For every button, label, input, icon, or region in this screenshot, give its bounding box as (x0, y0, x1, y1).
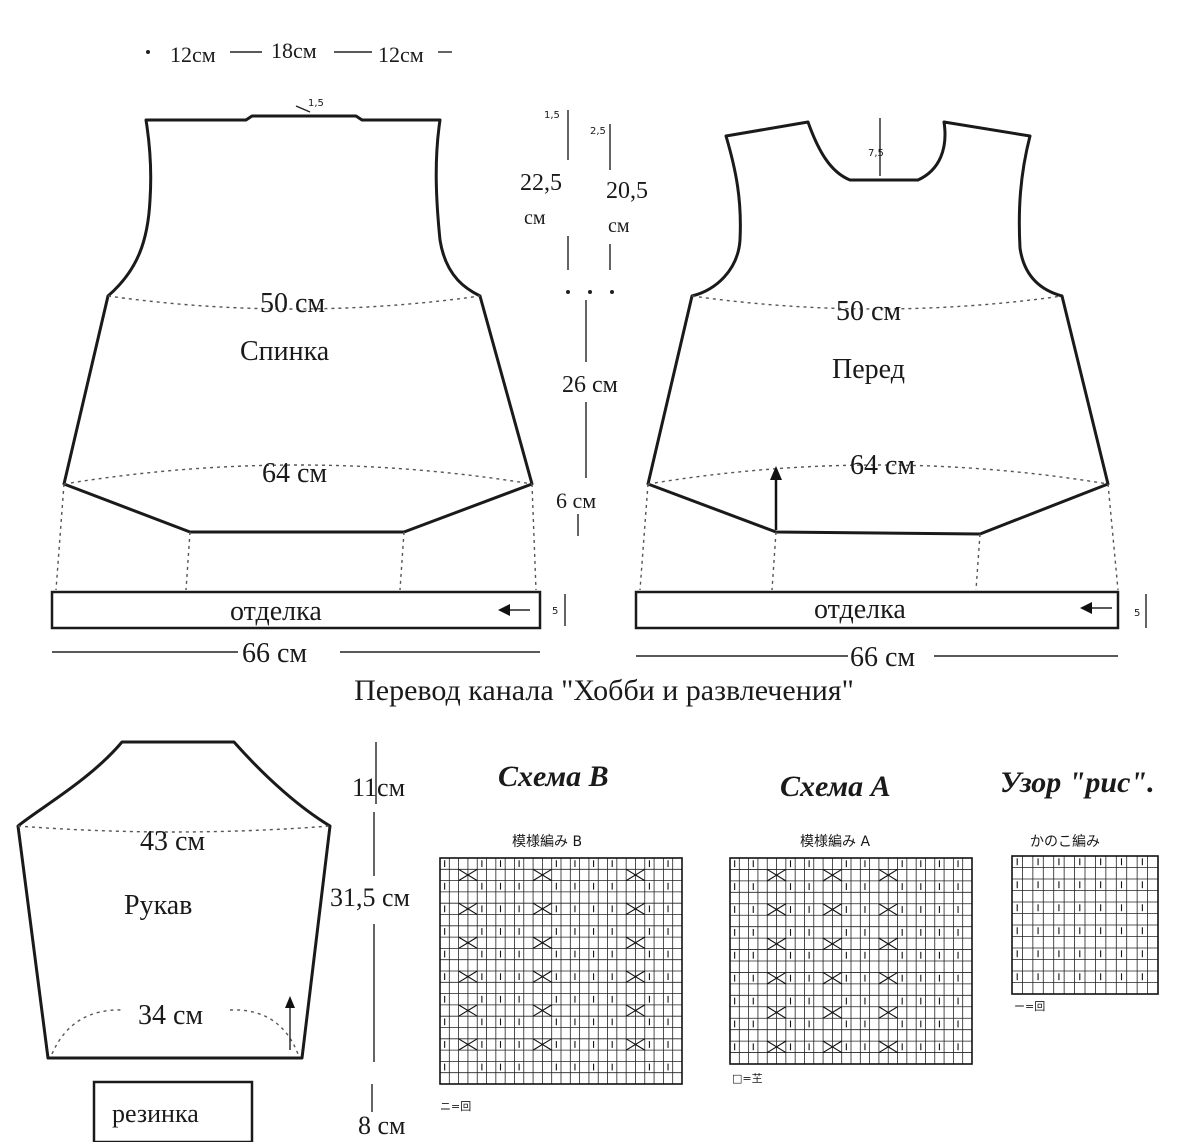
hem-height: 6 см (556, 488, 596, 513)
back-shoulder-drop: 1,5 (544, 110, 560, 121)
chart-a-title: Схема А (780, 770, 891, 803)
chart-rice-title: Узор "рис". (1000, 766, 1155, 799)
sleeve-lower-width: 34 см (138, 1000, 203, 1031)
front-piece: 7,5 50 см Перед 64 см (639, 118, 1119, 591)
sleeve-name: Рукав (124, 890, 192, 921)
credit-text: Перевод канала "Хобби и развлечения" (354, 674, 854, 707)
front-outline (646, 120, 1110, 536)
front-trim-width: 66 см (850, 642, 915, 673)
sleeve-cuff-height: 8 см (358, 1111, 406, 1140)
sleeve-length: 31,5 см (330, 883, 410, 912)
back-lower-arc (63, 464, 533, 485)
front-trim-label: отделка (814, 594, 906, 625)
top-width-dimensions: 12см 18см 12см (146, 38, 452, 67)
back-armhole-value: 22,5 (520, 170, 562, 196)
top-dim-right: 12см (378, 42, 424, 67)
sleeve-lower-arc (51, 1009, 299, 1055)
back-armhole-unit: см (524, 207, 546, 229)
chart-a-subtitle: 模様編み A (800, 834, 870, 850)
back-name: Спинка (240, 336, 330, 367)
chart-rice-grid (1011, 855, 1159, 995)
back-trim-label: отделка (230, 596, 322, 627)
chart-a-grid (729, 857, 973, 1065)
sleeve-outline (16, 740, 332, 1060)
sleeve-upper-arc (17, 825, 331, 833)
back-lower-width: 64 см (262, 458, 327, 489)
back-piece: 1,5 50 см Спинка 64 см (55, 98, 537, 591)
sleeve-cuff-label: резинка (112, 1099, 199, 1128)
chart-b-title: Схема В (498, 760, 609, 793)
chart-rice-legend: ー=回 (1014, 1000, 1045, 1013)
back-trim: отделка 5 66 см (50, 590, 566, 669)
sleeve-upper-width: 43 см (140, 826, 205, 857)
back-trim-width: 66 см (242, 638, 307, 669)
sleeve-dimensions: 11см 31,5 см 8 см (330, 742, 410, 1140)
sleeve-cap-height: 11см (352, 773, 405, 802)
front-lower-width: 64 см (850, 450, 915, 481)
front-armhole-value: 20,5 (606, 178, 648, 204)
front-neck-depth: 7,5 (868, 148, 884, 159)
back-trim-height: 5 (552, 606, 558, 617)
chart-b-grid (439, 857, 683, 1085)
front-trim-height: 5 (1134, 608, 1140, 619)
front-name: Перед (832, 354, 905, 385)
chart-rice: Узор "рис". かのこ編み ー=回 (1000, 766, 1159, 1013)
chart-b: Схема В 模様編み B ニ=回 (439, 760, 683, 1113)
chart-b-legend: ニ=回 (440, 1100, 471, 1113)
front-upper-width: 50 см (836, 296, 901, 327)
chart-a: Схема А 模様編み A □=芏 (729, 770, 973, 1085)
sleeve-cuff: резинка (92, 1080, 254, 1142)
back-neck-depth: 1,5 (308, 98, 324, 109)
sleeve-piece: 43 см Рукав 34 см (16, 740, 332, 1060)
front-shoulder-drop-mid: 2,5 (590, 126, 606, 137)
front-armhole-unit: см (608, 215, 630, 237)
front-lower-arc (647, 464, 1109, 485)
chart-a-legend: □=芏 (732, 1072, 763, 1085)
front-upper-arc (691, 295, 1063, 310)
back-upper-arc (107, 295, 481, 310)
chart-rice-subtitle: かのこ編み (1030, 834, 1100, 850)
back-upper-width: 50 см (260, 288, 325, 319)
top-dim-center: 18см (271, 38, 317, 63)
body-height: 26 см (562, 372, 618, 398)
middle-dimensions: 1,5 22,5 см 2,5 20,5 см 26 см 6 см (520, 110, 648, 536)
chart-b-subtitle: 模様編み B (512, 834, 582, 850)
top-dim-left: 12см (170, 42, 216, 67)
front-trim: отделка 5 66 см (634, 590, 1147, 673)
